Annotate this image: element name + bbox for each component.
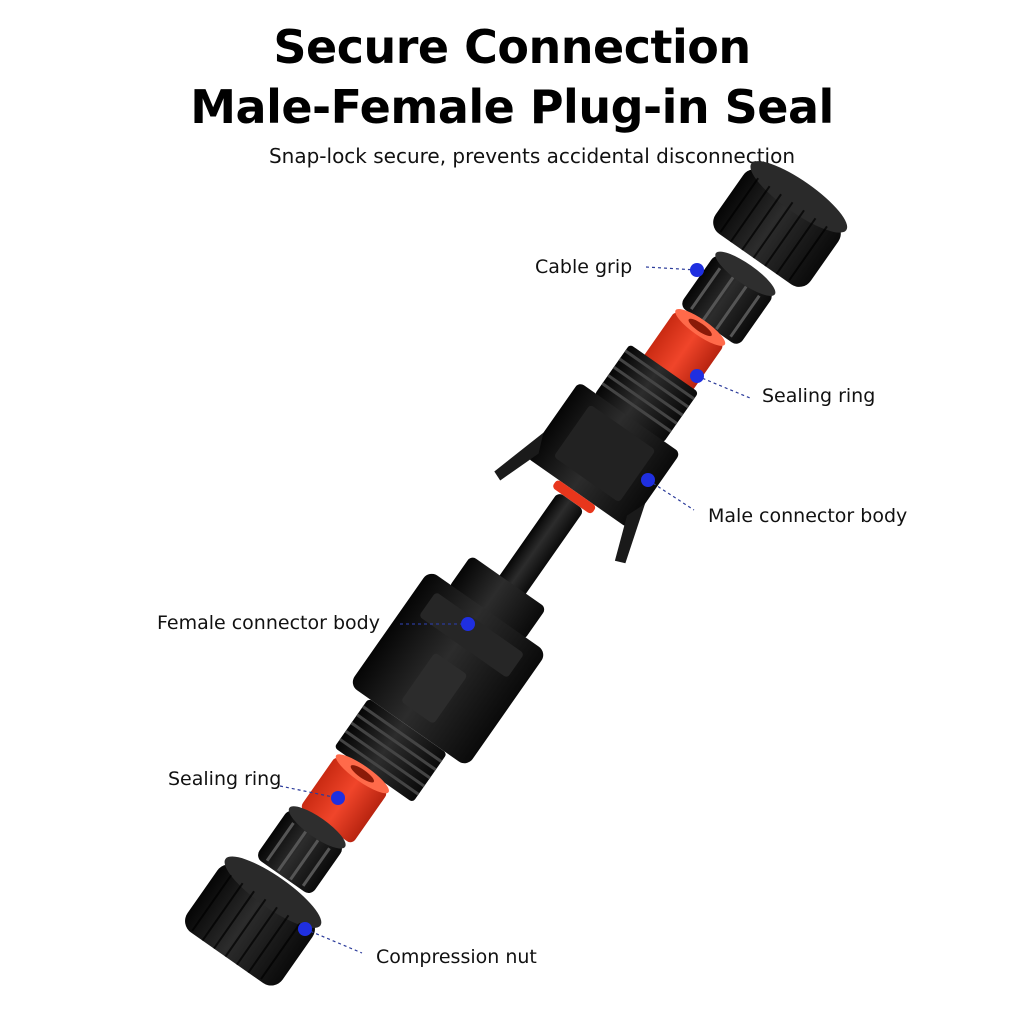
leader-cable-grip xyxy=(645,266,698,271)
top-compression-nut xyxy=(713,161,848,287)
label-female-connector-body: Female connector body xyxy=(157,612,380,634)
bottom-compression-nut xyxy=(185,856,322,986)
marker-compression-nut xyxy=(298,922,312,936)
label-sealing-ring-top: Sealing ring xyxy=(762,385,875,407)
subtitle: Snap-lock secure, prevents accidental di… xyxy=(268,144,796,168)
label-male-connector-body: Male connector body xyxy=(708,505,907,527)
label-sealing-ring-bottom: Sealing ring xyxy=(168,768,281,790)
bottom-cable-grip xyxy=(258,806,346,893)
marker-cable-grip xyxy=(690,263,704,277)
female-connector-body xyxy=(335,557,545,801)
leader-lines xyxy=(279,266,751,954)
marker-dots xyxy=(298,263,704,936)
title-line-1: Secure Connection xyxy=(273,20,751,74)
label-cable-grip: Cable grip xyxy=(535,256,632,278)
marker-male-connector-body xyxy=(641,473,655,487)
leader-sealing-ring-top xyxy=(696,375,751,399)
leader-compression-nut xyxy=(304,928,363,954)
title-line-2: Male-Female Plug-in Seal xyxy=(190,80,834,134)
label-compression-nut: Compression nut xyxy=(376,946,537,968)
male-connector-body xyxy=(491,345,698,607)
leader-male-connector-body xyxy=(647,479,695,511)
leader-sealing-ring-bottom xyxy=(279,785,339,799)
marker-sealing-ring-top xyxy=(690,369,704,383)
marker-female-connector-body xyxy=(461,617,475,631)
marker-sealing-ring-bottom xyxy=(331,791,345,805)
